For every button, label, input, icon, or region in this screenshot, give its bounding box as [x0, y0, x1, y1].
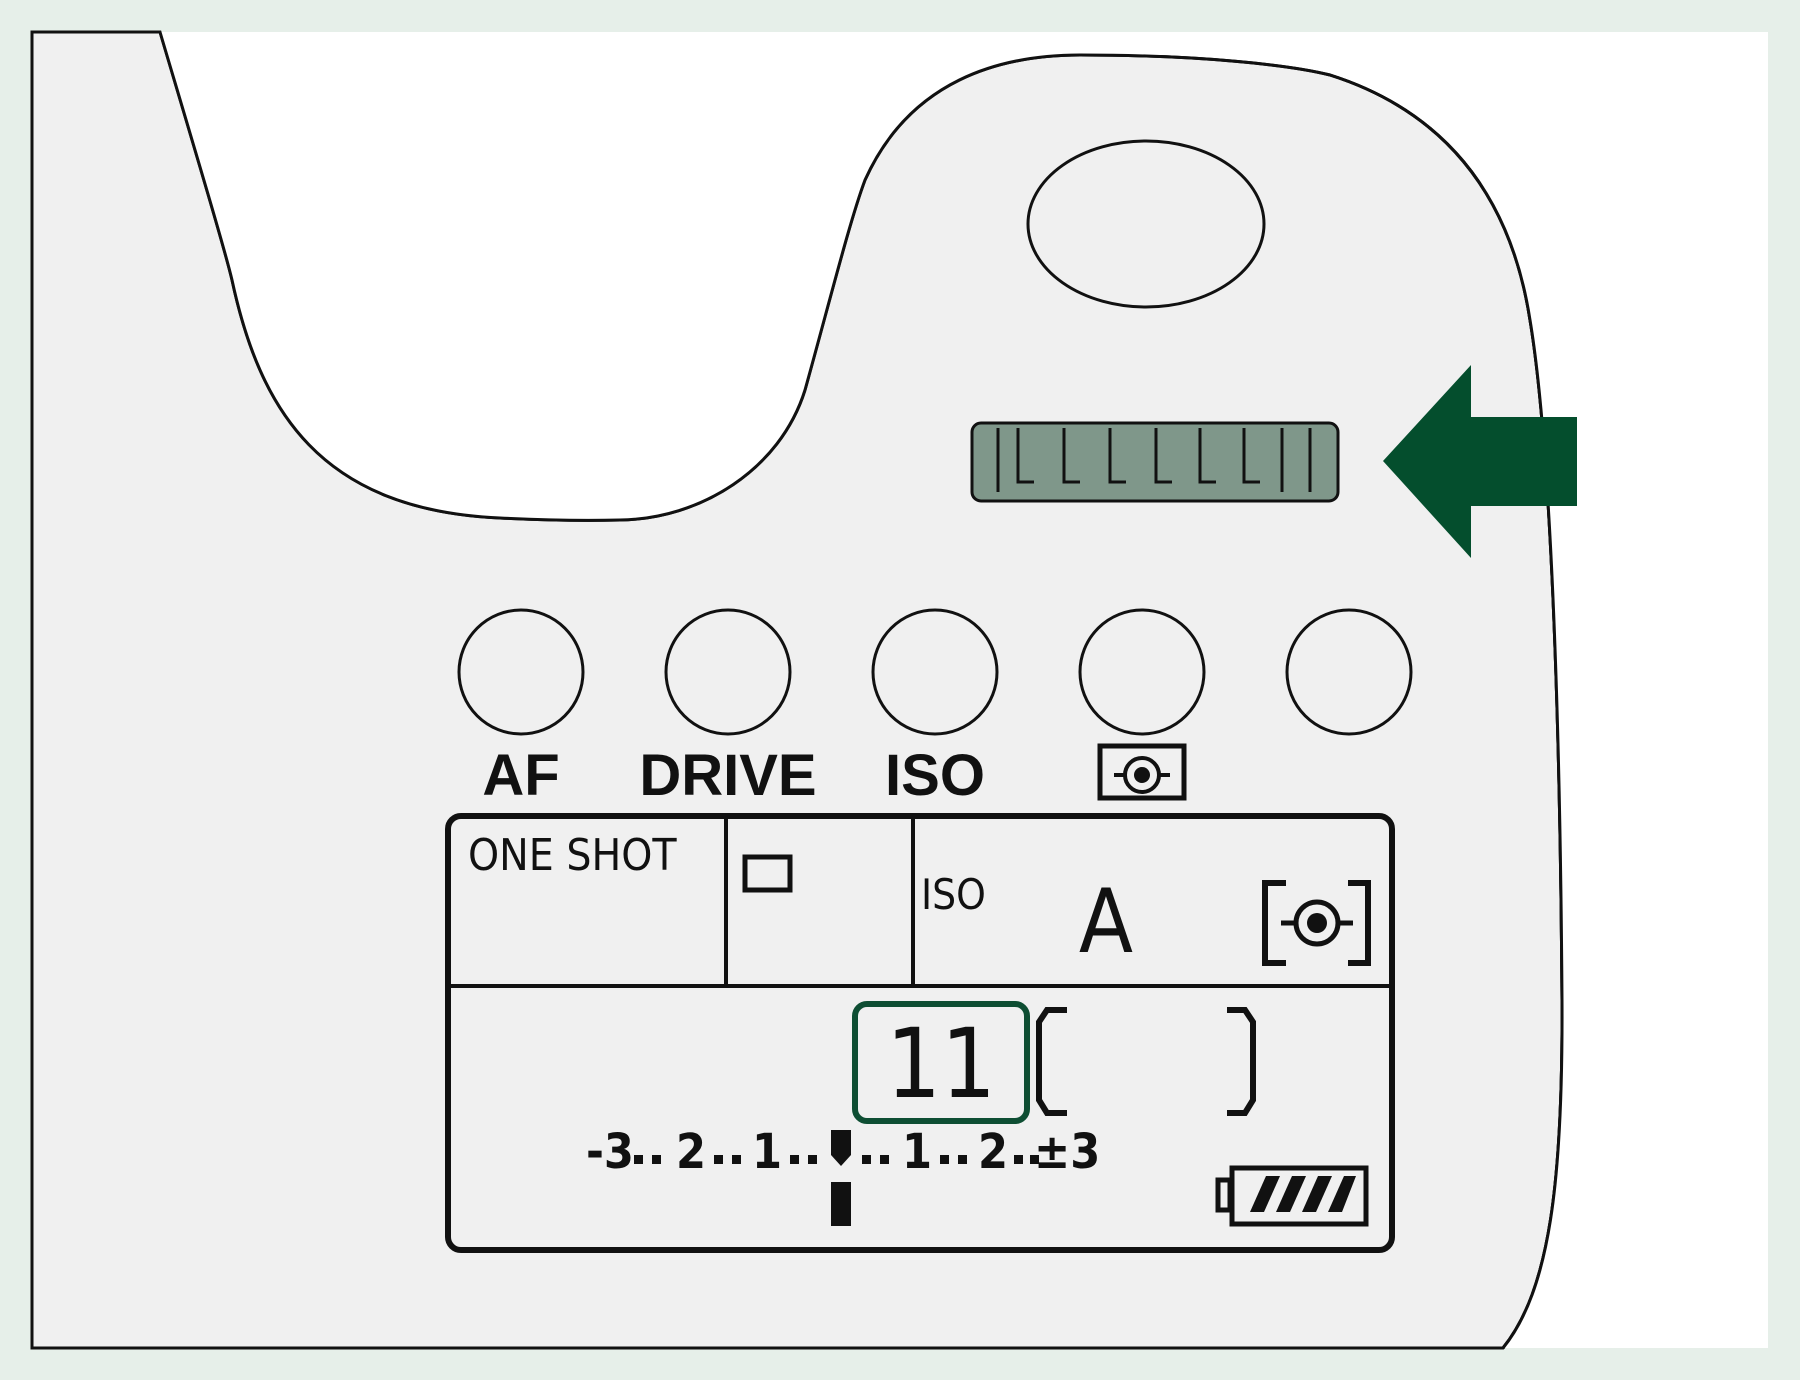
arrow-left-icon — [1383, 365, 1577, 558]
battery-icon — [1215, 1165, 1369, 1227]
af-button[interactable] — [457, 608, 585, 736]
blank-button[interactable] — [1285, 608, 1413, 736]
main-dial[interactable] — [970, 421, 1340, 503]
drive-button[interactable] — [664, 608, 792, 736]
metering-button[interactable] — [1078, 608, 1206, 736]
af-area-brackets — [1036, 1007, 1256, 1116]
metering-icon — [1097, 743, 1187, 801]
af-button-label: AF — [482, 743, 559, 808]
iso-button-label: ISO — [885, 743, 985, 808]
aperture-value: 11 — [886, 1008, 996, 1120]
scale-label-minus3: -3 — [586, 1124, 634, 1180]
single-shot-icon — [742, 854, 793, 893]
lcd-panel — [445, 813, 1395, 1253]
iso-lcd-label: ISO — [921, 870, 986, 919]
scale-label-minus2: 2 — [676, 1124, 706, 1180]
iso-button[interactable] — [871, 608, 999, 736]
scale-label-plus3: ±3 — [1034, 1124, 1100, 1180]
scale-label-plus2: 2 — [978, 1124, 1008, 1180]
shutter-button[interactable] — [1026, 139, 1266, 309]
scale-label-plus1: 1 — [902, 1124, 932, 1180]
af-mode-text: ONE SHOT — [468, 830, 677, 881]
drive-button-label: DRIVE — [639, 743, 816, 808]
scale-label-minus1: 1 — [752, 1124, 782, 1180]
scale-center-marker — [831, 1130, 851, 1166]
iso-value: A — [1079, 870, 1133, 973]
exposure-scale: -3 2 1 1 2 ±3 — [586, 1124, 1100, 1226]
evaluative-metering-icon — [1262, 876, 1371, 970]
aperture-highlight — [852, 1001, 1030, 1124]
exposure-level-indicator — [831, 1182, 851, 1226]
